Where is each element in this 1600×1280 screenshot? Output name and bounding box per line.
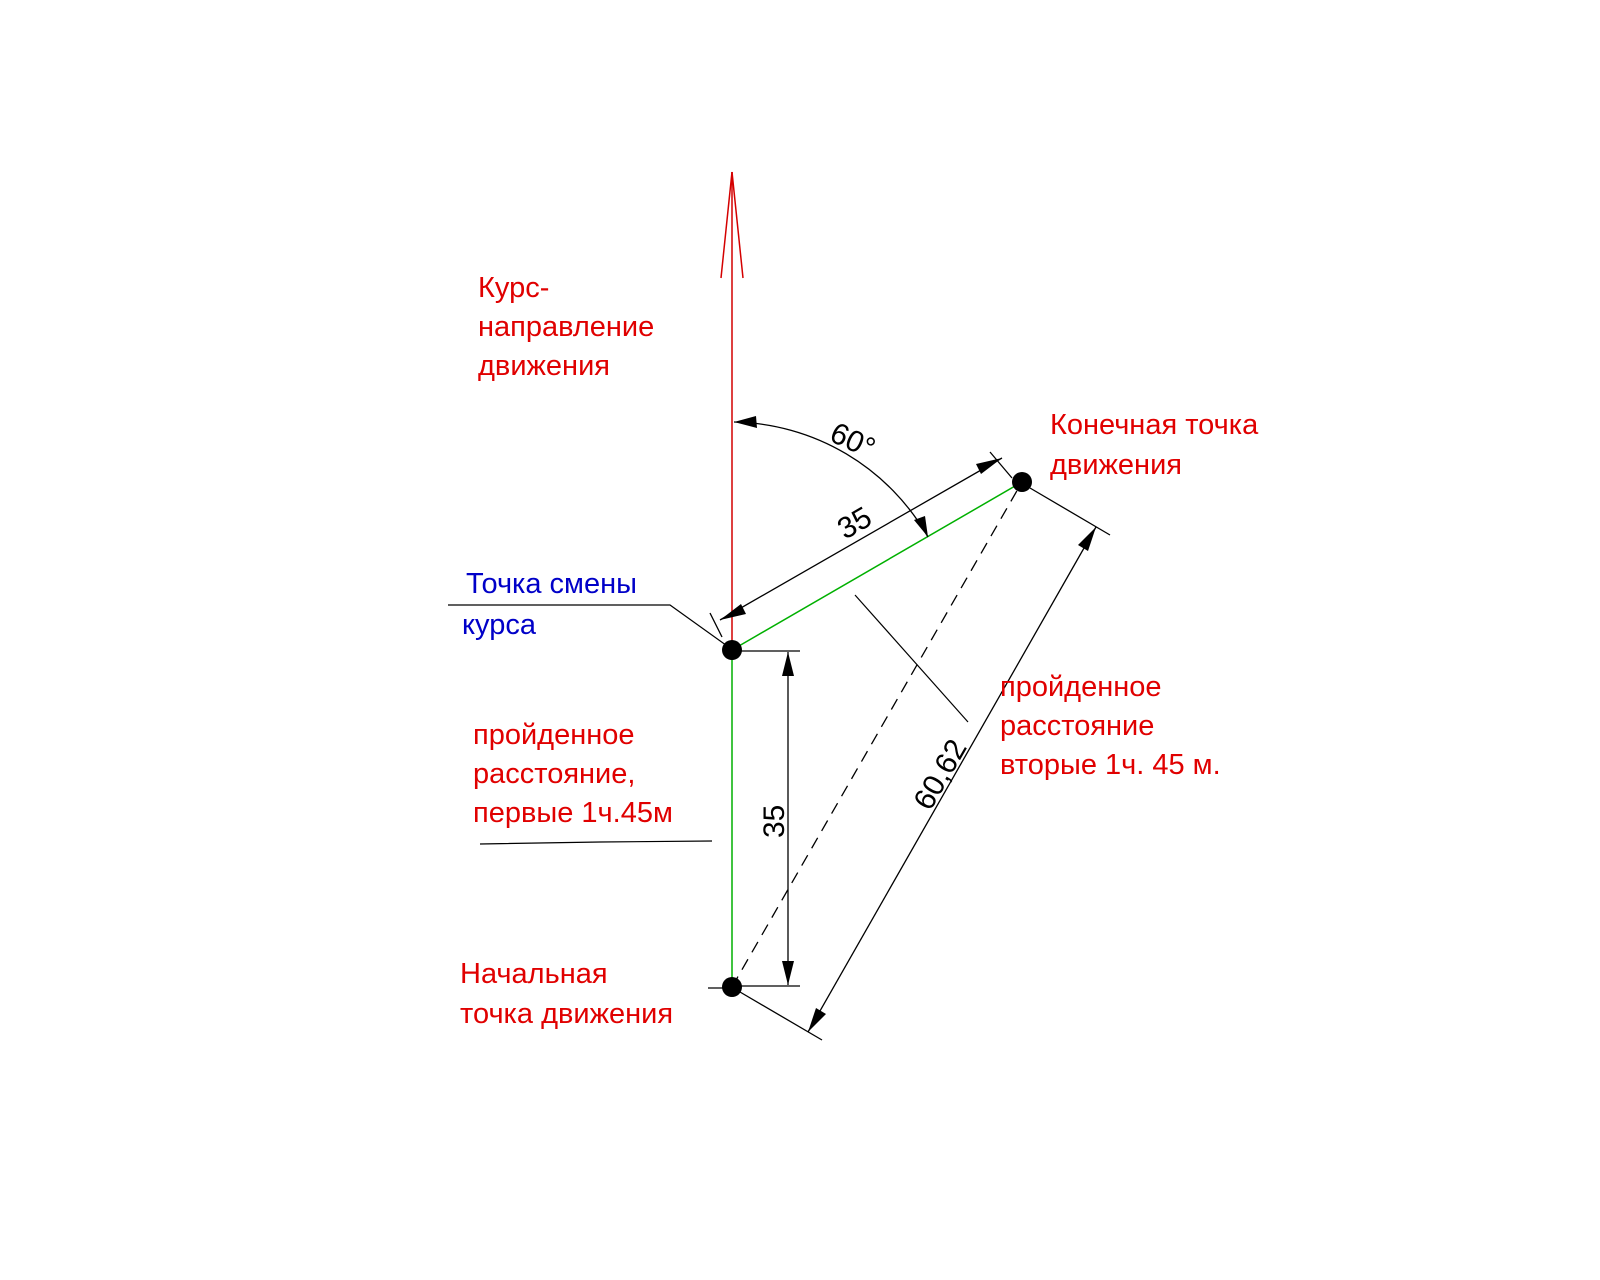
course-label-line: направление — [478, 311, 654, 343]
course-label: Курс- направление движения — [478, 272, 662, 382]
start-point-label-line: Начальная — [460, 958, 608, 990]
first-leg-label-line: расстояние, — [473, 758, 635, 790]
second-leg-dimension: 35 — [709, 451, 1013, 638]
change-point-marker — [722, 640, 742, 660]
second-leg-label: пройденное расстояние вторые 1ч. 45 м. — [1000, 671, 1221, 781]
first-leg-arrowhead-top — [782, 652, 794, 676]
second-leg-label-line: вторые 1ч. 45 м. — [1000, 749, 1221, 781]
end-point-label-line: Конечная точка — [1050, 409, 1259, 441]
first-leg-arrowhead-bottom — [782, 961, 794, 985]
change-point-leader-line — [448, 604, 731, 649]
second-leg-ext-line-start — [709, 612, 723, 638]
change-point-label-line: Точка смены — [466, 568, 637, 600]
course-arrow — [720, 171, 744, 650]
course-label-line: Курс- — [478, 272, 549, 304]
second-leg-arrowhead-end — [976, 458, 1002, 474]
angle-arrowhead-top — [734, 416, 757, 428]
first-leg-underline — [479, 840, 713, 845]
start-point-marker — [722, 977, 742, 997]
resultant-ext-line-bottom — [739, 991, 823, 1041]
second-leg-ext-line-end — [989, 451, 1013, 479]
end-point-label-line: движения — [1050, 449, 1182, 481]
course-label-line: движения — [478, 350, 610, 382]
angle-dimension: 60° — [733, 416, 929, 538]
resultant-arrowhead-top — [1078, 527, 1096, 551]
course-arrow-head-left — [720, 171, 733, 279]
second-leg-arrowhead-start — [720, 604, 746, 620]
resultant-value: 60,62 — [907, 734, 973, 816]
first-leg-label: пройденное расстояние, первые 1ч.45м — [473, 719, 673, 829]
end-point-marker — [1012, 472, 1032, 492]
first-leg-label-line: первые 1ч.45м — [473, 797, 673, 829]
first-leg-label-line: пройденное — [473, 719, 635, 751]
resultant-arrowhead-bottom — [808, 1008, 826, 1032]
second-leg-path — [731, 481, 1023, 651]
start-point-label: Начальная точка движения — [460, 958, 673, 1030]
angle-arc — [733, 421, 929, 538]
first-leg-dimension: 35 — [740, 650, 800, 987]
angle-label: 60° — [825, 416, 880, 465]
second-leg-dim-line — [719, 457, 1003, 621]
course-arrow-head-right — [731, 171, 744, 279]
second-leg-value: 35 — [832, 501, 877, 546]
resultant-dim-line — [807, 526, 1097, 1033]
second-leg-label-line: расстояние — [1000, 710, 1154, 742]
change-point-label-line: курса — [462, 609, 537, 641]
second-leg-label-line: пройденное — [1000, 671, 1162, 703]
change-point-label: Точка смены курса — [462, 568, 645, 641]
resultant-ext-line-top — [1029, 487, 1111, 536]
end-point-label: Конечная точка движения — [1050, 409, 1266, 481]
start-point-label-line: точка движения — [460, 998, 673, 1030]
resultant-dashed-line — [731, 481, 1023, 988]
angle-arrowhead-bottom — [914, 516, 928, 537]
second-leg-leader-line — [854, 594, 969, 723]
first-leg-value: 35 — [758, 805, 791, 838]
